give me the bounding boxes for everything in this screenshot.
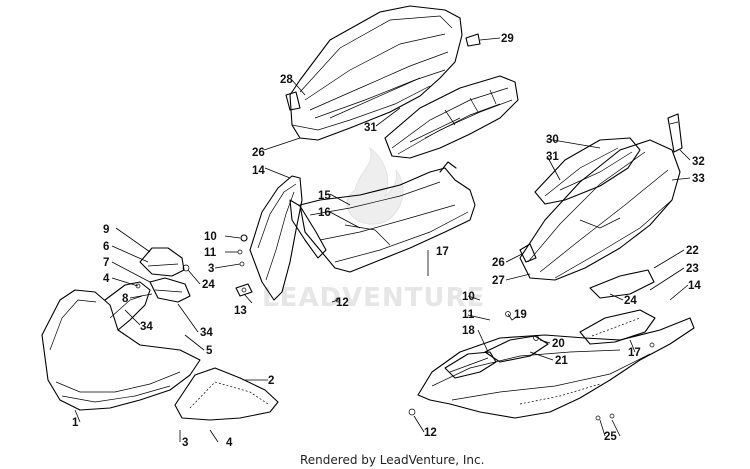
callout-17-right: 17 bbox=[628, 347, 641, 359]
callout-18: 18 bbox=[462, 325, 475, 337]
callout-6: 6 bbox=[103, 241, 109, 253]
callout-34-left: 34 bbox=[140, 321, 153, 333]
callout-8: 8 bbox=[122, 293, 129, 305]
left-side-panel bbox=[249, 175, 327, 301]
credit-text: Rendered by LeadVenture, Inc. bbox=[300, 453, 484, 467]
front-brackets bbox=[135, 247, 191, 303]
callout-27: 27 bbox=[492, 275, 505, 287]
upper-grille-panel bbox=[384, 75, 519, 159]
callout-4-front: 4 bbox=[103, 273, 110, 285]
fasteners-right bbox=[408, 33, 655, 421]
callout-29: 29 bbox=[501, 33, 514, 45]
tab-part-32 bbox=[667, 113, 683, 153]
callout-2: 2 bbox=[268, 375, 274, 387]
callout-labels: 29 28 31 30 31 32 33 26 14 15 16 10 11 3… bbox=[72, 33, 705, 449]
front-nose-bumper bbox=[41, 281, 201, 411]
callout-28: 28 bbox=[280, 74, 293, 86]
callout-30: 30 bbox=[546, 134, 559, 146]
leader-lines bbox=[74, 37, 691, 443]
callout-21: 21 bbox=[555, 355, 568, 367]
callout-15: 15 bbox=[318, 190, 331, 202]
callout-4-bottom: 4 bbox=[226, 437, 233, 449]
callout-25: 25 bbox=[604, 431, 617, 443]
callout-19: 19 bbox=[514, 309, 527, 321]
callout-33: 33 bbox=[692, 173, 705, 185]
callout-32: 32 bbox=[692, 156, 705, 168]
callout-9: 9 bbox=[103, 224, 109, 236]
callout-7: 7 bbox=[103, 257, 109, 269]
callout-12-left: 12 bbox=[336, 297, 349, 309]
callout-31-right: 31 bbox=[546, 151, 559, 163]
callout-10-left: 10 bbox=[204, 231, 217, 243]
callout-14-right: 14 bbox=[688, 280, 701, 292]
callout-17-left: 17 bbox=[436, 246, 449, 258]
callout-11-right: 11 bbox=[462, 309, 475, 321]
callout-20: 20 bbox=[552, 338, 565, 350]
callout-14-left: 14 bbox=[252, 165, 265, 177]
middle-belly-pan bbox=[299, 161, 476, 273]
callout-26-right: 26 bbox=[492, 257, 505, 269]
bracket-part-13 bbox=[235, 283, 253, 297]
callout-13: 13 bbox=[234, 305, 247, 317]
right-tank-cover bbox=[519, 139, 681, 281]
callout-24-right: 24 bbox=[624, 295, 637, 307]
right-belly-pan bbox=[417, 317, 695, 419]
callout-1: 1 bbox=[72, 417, 79, 429]
callout-12-right: 12 bbox=[424, 427, 437, 439]
callout-23: 23 bbox=[686, 263, 699, 275]
callout-3-left: 3 bbox=[208, 263, 214, 275]
callout-11-left: 11 bbox=[204, 247, 217, 259]
callout-26-upper: 26 bbox=[252, 147, 265, 159]
callout-16: 16 bbox=[318, 207, 331, 219]
lower-skid-plate-front bbox=[174, 367, 279, 421]
callout-34-right: 34 bbox=[200, 327, 213, 339]
callout-22: 22 bbox=[686, 245, 699, 257]
watermark-text: LEADVENTURE bbox=[262, 283, 485, 313]
callout-31-upper: 31 bbox=[364, 122, 377, 134]
upper-cover-part bbox=[285, 5, 463, 141]
small-plates-right bbox=[579, 269, 656, 345]
right-grille-panel bbox=[534, 137, 641, 205]
callout-5: 5 bbox=[206, 345, 213, 357]
callout-10-right: 10 bbox=[462, 291, 475, 303]
callout-24-front: 24 bbox=[202, 279, 215, 291]
callout-3-bottom: 3 bbox=[182, 437, 188, 449]
